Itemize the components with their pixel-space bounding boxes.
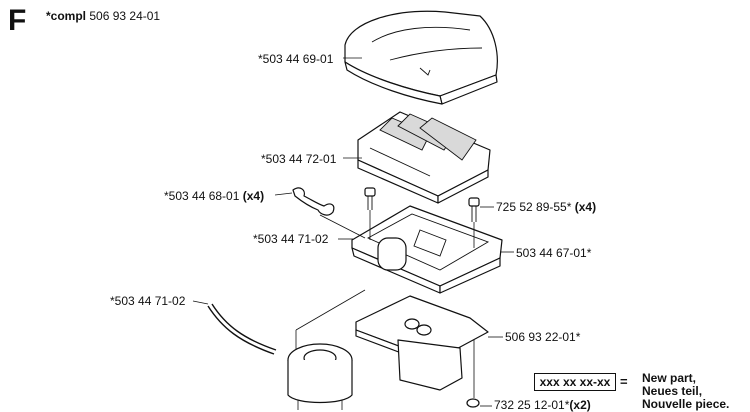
screw-top <box>364 187 480 222</box>
section-letter: F <box>8 4 27 37</box>
filter-holder <box>351 205 503 294</box>
part-label-strip: *503 44 71-02 <box>110 294 186 308</box>
part-label-grommet: *503 44 68-01 (x4) <box>164 189 265 203</box>
leader-lines <box>192 57 514 410</box>
legend-line-1: New part, <box>642 371 697 385</box>
part-label-screw-top: 725 52 89-55* (x4) <box>496 200 597 214</box>
part-label-seal-ring: *503 44 71-02 <box>253 232 329 246</box>
legend-text: New part, Neues teil, Nouvelle piece. <box>642 372 729 411</box>
air-filter-cover <box>344 10 498 105</box>
part-label-cover: *503 44 69-01 <box>258 52 334 66</box>
seal-strip <box>207 303 277 355</box>
seal-ring <box>287 343 353 404</box>
compl-prefix: *compl <box>46 9 87 23</box>
part-label-bracket: 506 93 22-01* <box>505 330 581 344</box>
legend-code-box: xxx xx xx-xx <box>534 373 616 391</box>
part-label-holder: 503 44 67-01* <box>516 246 592 260</box>
screw-bottom <box>466 398 480 408</box>
part-label-screw-bottom: 732 25 12-01*(x2) <box>494 398 591 412</box>
rubber-grommet <box>292 187 335 216</box>
mounting-bracket <box>355 295 489 391</box>
foam-filter <box>357 111 491 204</box>
complete-assembly-number: *compl 506 93 24-01 <box>46 9 160 23</box>
part-label-filter: *503 44 72-01 <box>261 152 337 166</box>
legend-equals: = <box>620 374 628 389</box>
legend-line-3: Nouvelle piece. <box>642 397 730 411</box>
compl-number: 506 93 24-01 <box>89 9 161 23</box>
legend-line-2: Neues teil, <box>642 384 703 398</box>
